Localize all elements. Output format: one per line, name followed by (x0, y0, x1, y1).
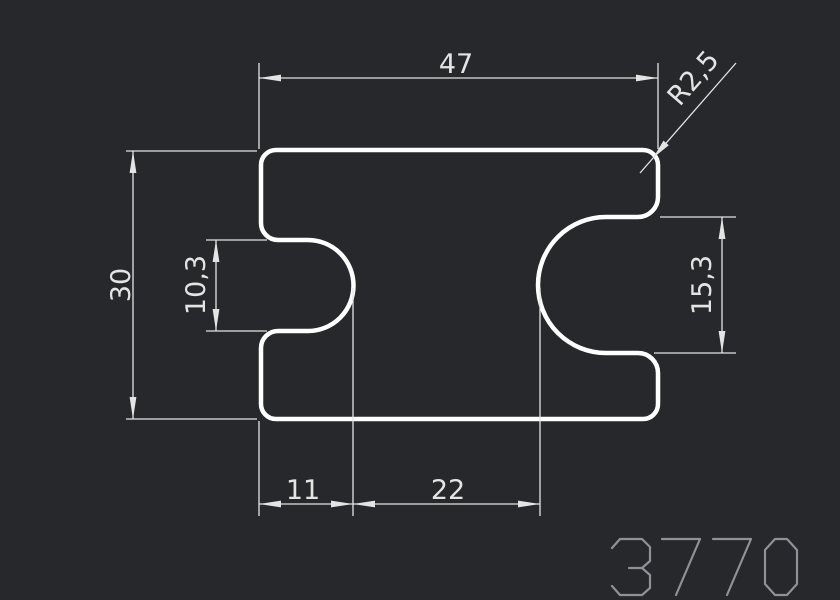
dim-label-bottom-left: 11 (286, 475, 320, 506)
arrowhead (718, 217, 726, 239)
arrowhead (636, 74, 658, 82)
arrowhead (212, 240, 220, 262)
arrowhead (518, 500, 540, 508)
part-number (610, 537, 799, 597)
dim-label-height: 30 (106, 268, 137, 302)
profile-outline (258, 147, 661, 422)
arrowhead (129, 151, 137, 173)
arrowhead (718, 331, 726, 353)
arrowhead (259, 74, 281, 82)
digit-7 (660, 537, 702, 597)
arrowhead (259, 500, 281, 508)
digit-0 (763, 537, 799, 597)
arrowhead (653, 140, 669, 158)
digit-7 (711, 537, 753, 597)
digit-3 (610, 537, 652, 597)
dimension-lines (126, 62, 737, 516)
arrowhead (129, 397, 137, 419)
dim-label-corner-radius: R2,5 (662, 45, 726, 112)
arrowhead (353, 500, 375, 508)
dimension-arrows (129, 74, 726, 508)
dim-label-left-slot: 10,3 (181, 255, 212, 315)
arrowhead (212, 309, 220, 331)
dim-label-bottom-middle: 22 (431, 475, 465, 506)
dim-label-right-slot: 15,3 (687, 255, 718, 315)
arrowhead (331, 500, 353, 508)
dim-label-top-width: 47 (439, 49, 473, 80)
